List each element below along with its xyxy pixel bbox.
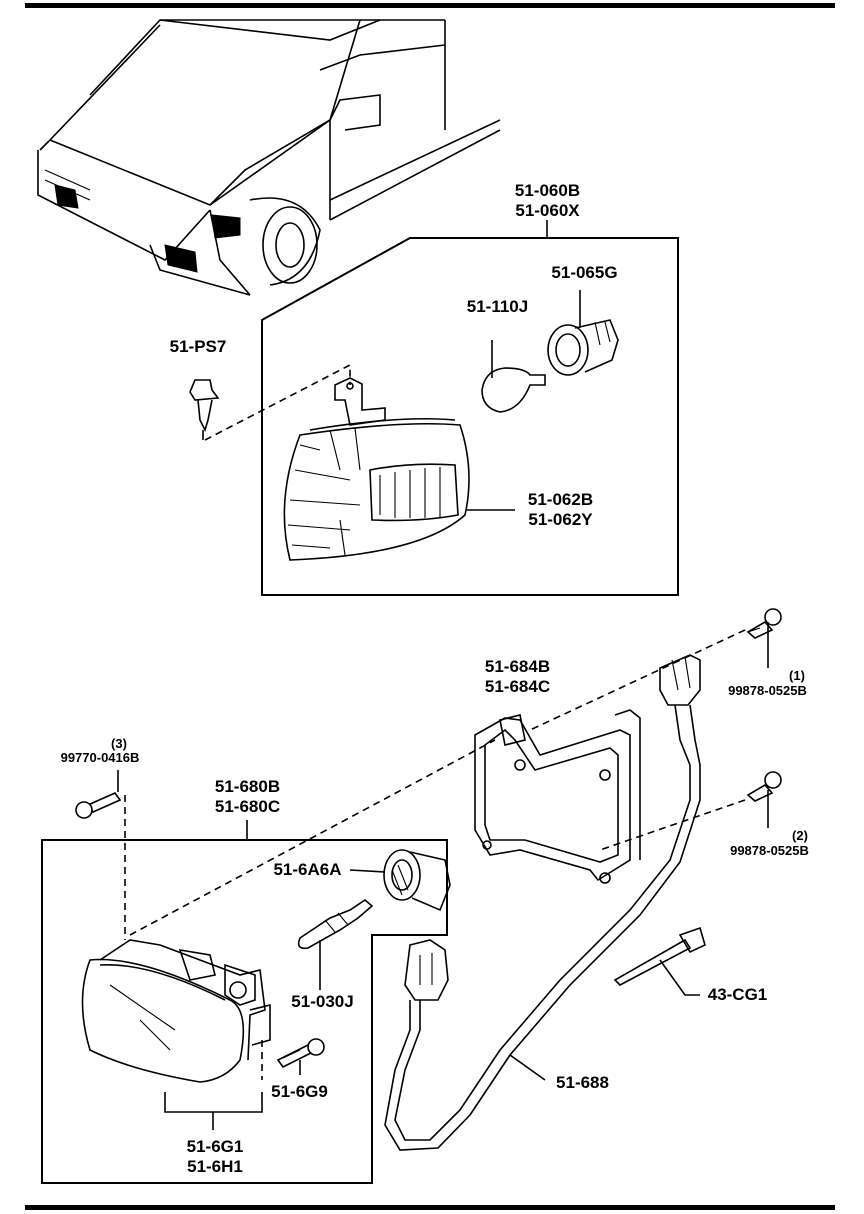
top-rule [25,3,835,8]
label-fog-lamp-assy: 51-680B 51-680C [214,777,281,816]
label-clip: 51-PS7 [169,337,227,356]
socket-icon [349,849,451,912]
label-socket-corner: 51-065G [551,263,618,282]
bottom-rule [25,1205,835,1210]
bulb-icon [481,340,546,413]
label-bulb-fog: 51-030J [291,992,354,1011]
label-bracket: 51-684B 51-684C [484,657,551,696]
corner-lamp-black [54,184,79,209]
label-tie-band: 43-CG1 [707,985,768,1004]
label-fog-lamp-unit: 51-6G1 51-6H1 [186,1137,244,1176]
label-bulb-corner: 51-110J [466,297,529,316]
label-screw-3-index: (3) [111,736,127,751]
corner-lamp-box [261,237,679,596]
bracket-icon [474,709,641,884]
bulb-icon [297,898,374,990]
bolt-icon [746,771,782,828]
clip-icon [189,379,220,440]
label-bolt-1-part: 99878-0525B [728,683,807,698]
label-socket-fog: 51-6A6A [273,860,342,879]
headlamp-black [211,214,241,239]
harness-icon [384,654,701,1151]
label-lens-corner: 51-062B 51-062Y [527,490,594,529]
label-bolt-2-index: (2) [792,828,808,843]
label-harness: 51-688 [556,1073,609,1092]
screw-icon [75,770,122,819]
label-bolt-2-part: 99878-0525B [730,843,809,858]
fog-lamp-icon [81,939,271,1083]
car-front-illustration [37,19,501,296]
tie-band-icon [613,926,706,996]
bolt-icon [746,608,782,668]
socket-icon [547,290,619,376]
fog-lamp-black [164,244,198,273]
screw-icon [276,1038,325,1075]
label-screw-3-part: 99770-0416B [60,750,140,765]
corner-lamp-icon [283,377,470,561]
label-adjust-screw: 51-6G9 [271,1082,328,1101]
label-bolt-1-index: (1) [789,668,805,683]
label-corner-lamp-assy: 51-060B 51-060X [514,181,581,220]
fog-lamp-box [41,839,448,1184]
